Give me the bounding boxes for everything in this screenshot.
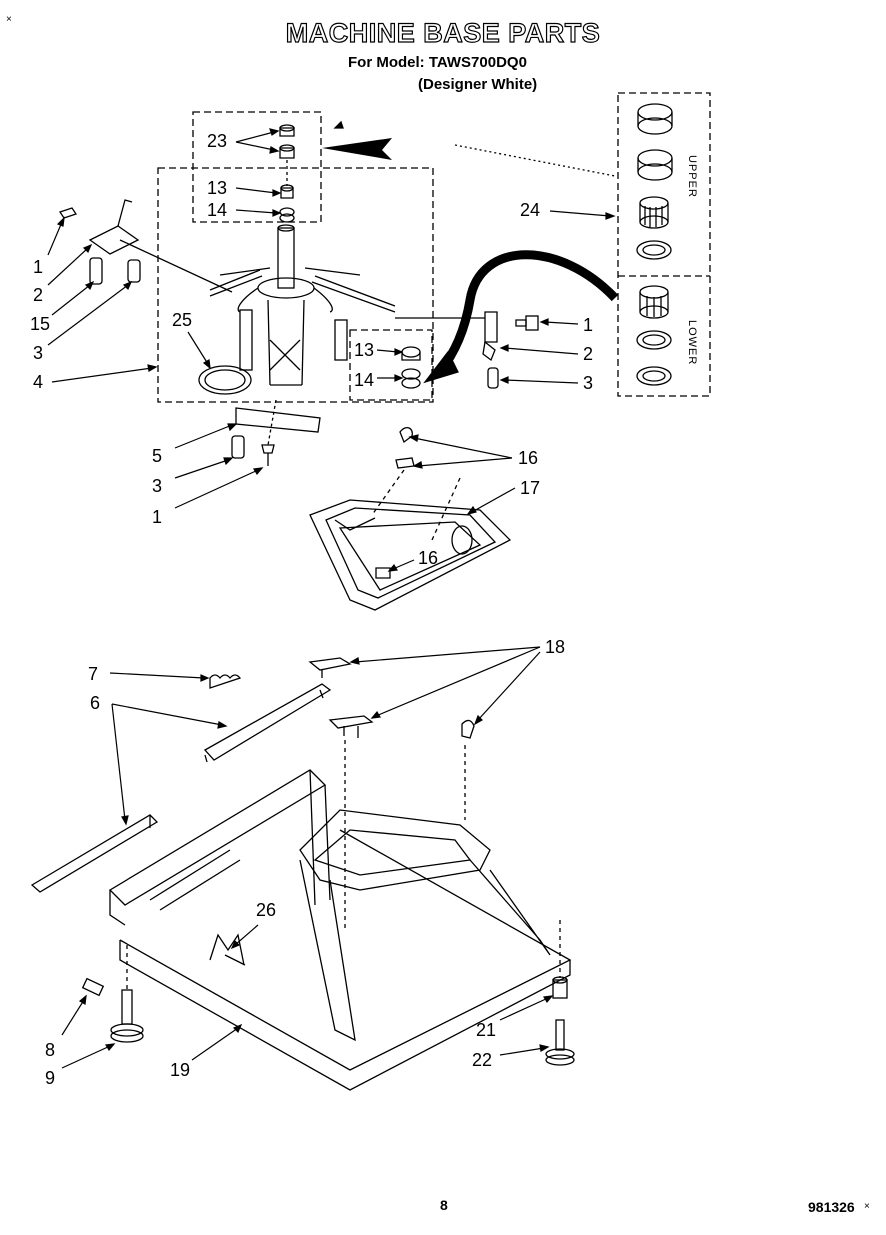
callout-1: 1: [33, 257, 44, 277]
callout-18: 18: [545, 637, 566, 657]
callout-1: 1: [152, 507, 163, 527]
page-title: MACHINE BASE PARTS: [285, 17, 601, 48]
clip-26: [209, 933, 246, 966]
callout-16: 16: [518, 448, 539, 468]
solid-arrow: [322, 138, 392, 160]
model-line: For Model: TAWS700DQ0: [348, 54, 527, 71]
lower-kit-parts: [636, 285, 672, 386]
callout-3: 3: [33, 343, 44, 363]
frame-17: [309, 499, 512, 611]
detail-box-13-14: [349, 329, 433, 401]
lower-kit-label: LOWER: [686, 320, 698, 366]
base-19: [108, 740, 572, 1091]
callout-14: 14: [354, 370, 375, 390]
parts-23-13-14: [279, 124, 295, 223]
hub-assembly: [209, 224, 396, 386]
callout-2: 2: [583, 344, 594, 364]
callout-13: 13: [354, 340, 375, 360]
upper-base-parts: [30, 657, 475, 893]
callout-21: 21: [476, 1020, 497, 1040]
callout-13: 13: [207, 178, 228, 198]
callout-26: 26: [256, 900, 277, 920]
callout-19: 19: [170, 1060, 191, 1080]
upper-kit-parts: [636, 103, 673, 260]
callout-5: 5: [152, 446, 163, 466]
left-bracket-parts: [58, 199, 233, 293]
callout-1: 1: [583, 315, 594, 335]
callout-24: 24: [520, 200, 541, 220]
callout-16: 16: [418, 548, 439, 568]
bracket-5: [235, 407, 321, 433]
callout-3: 3: [583, 373, 594, 393]
document-code: 981326: [808, 1199, 855, 1215]
corner-mark: ×: [6, 14, 12, 25]
callout-2: 2: [33, 285, 44, 305]
variant-line: (Designer White): [418, 76, 538, 93]
callout-6: 6: [90, 693, 101, 713]
footer-mark: ×: [864, 1201, 870, 1212]
page-number: 8: [440, 1197, 448, 1213]
detail-box-bearing-kit: [617, 92, 711, 397]
ring-25: [198, 365, 252, 395]
callout-15: 15: [30, 314, 51, 334]
detail-box-transmission: [157, 167, 434, 403]
callout-23: 23: [207, 131, 228, 151]
right-bracket-parts: [395, 311, 539, 389]
upper-kit-label: UPPER: [686, 155, 698, 198]
callout-25: 25: [172, 310, 193, 330]
callout-22: 22: [472, 1050, 493, 1070]
detail-box-23-14: [192, 111, 322, 223]
callout-8: 8: [45, 1040, 56, 1060]
callout-7: 7: [88, 664, 99, 684]
callout-3: 3: [152, 476, 163, 496]
curved-arrow: [436, 250, 619, 375]
callout-4: 4: [33, 372, 44, 392]
callout-14: 14: [207, 200, 228, 220]
callout-9: 9: [45, 1068, 56, 1088]
callout-17: 17: [520, 478, 541, 498]
